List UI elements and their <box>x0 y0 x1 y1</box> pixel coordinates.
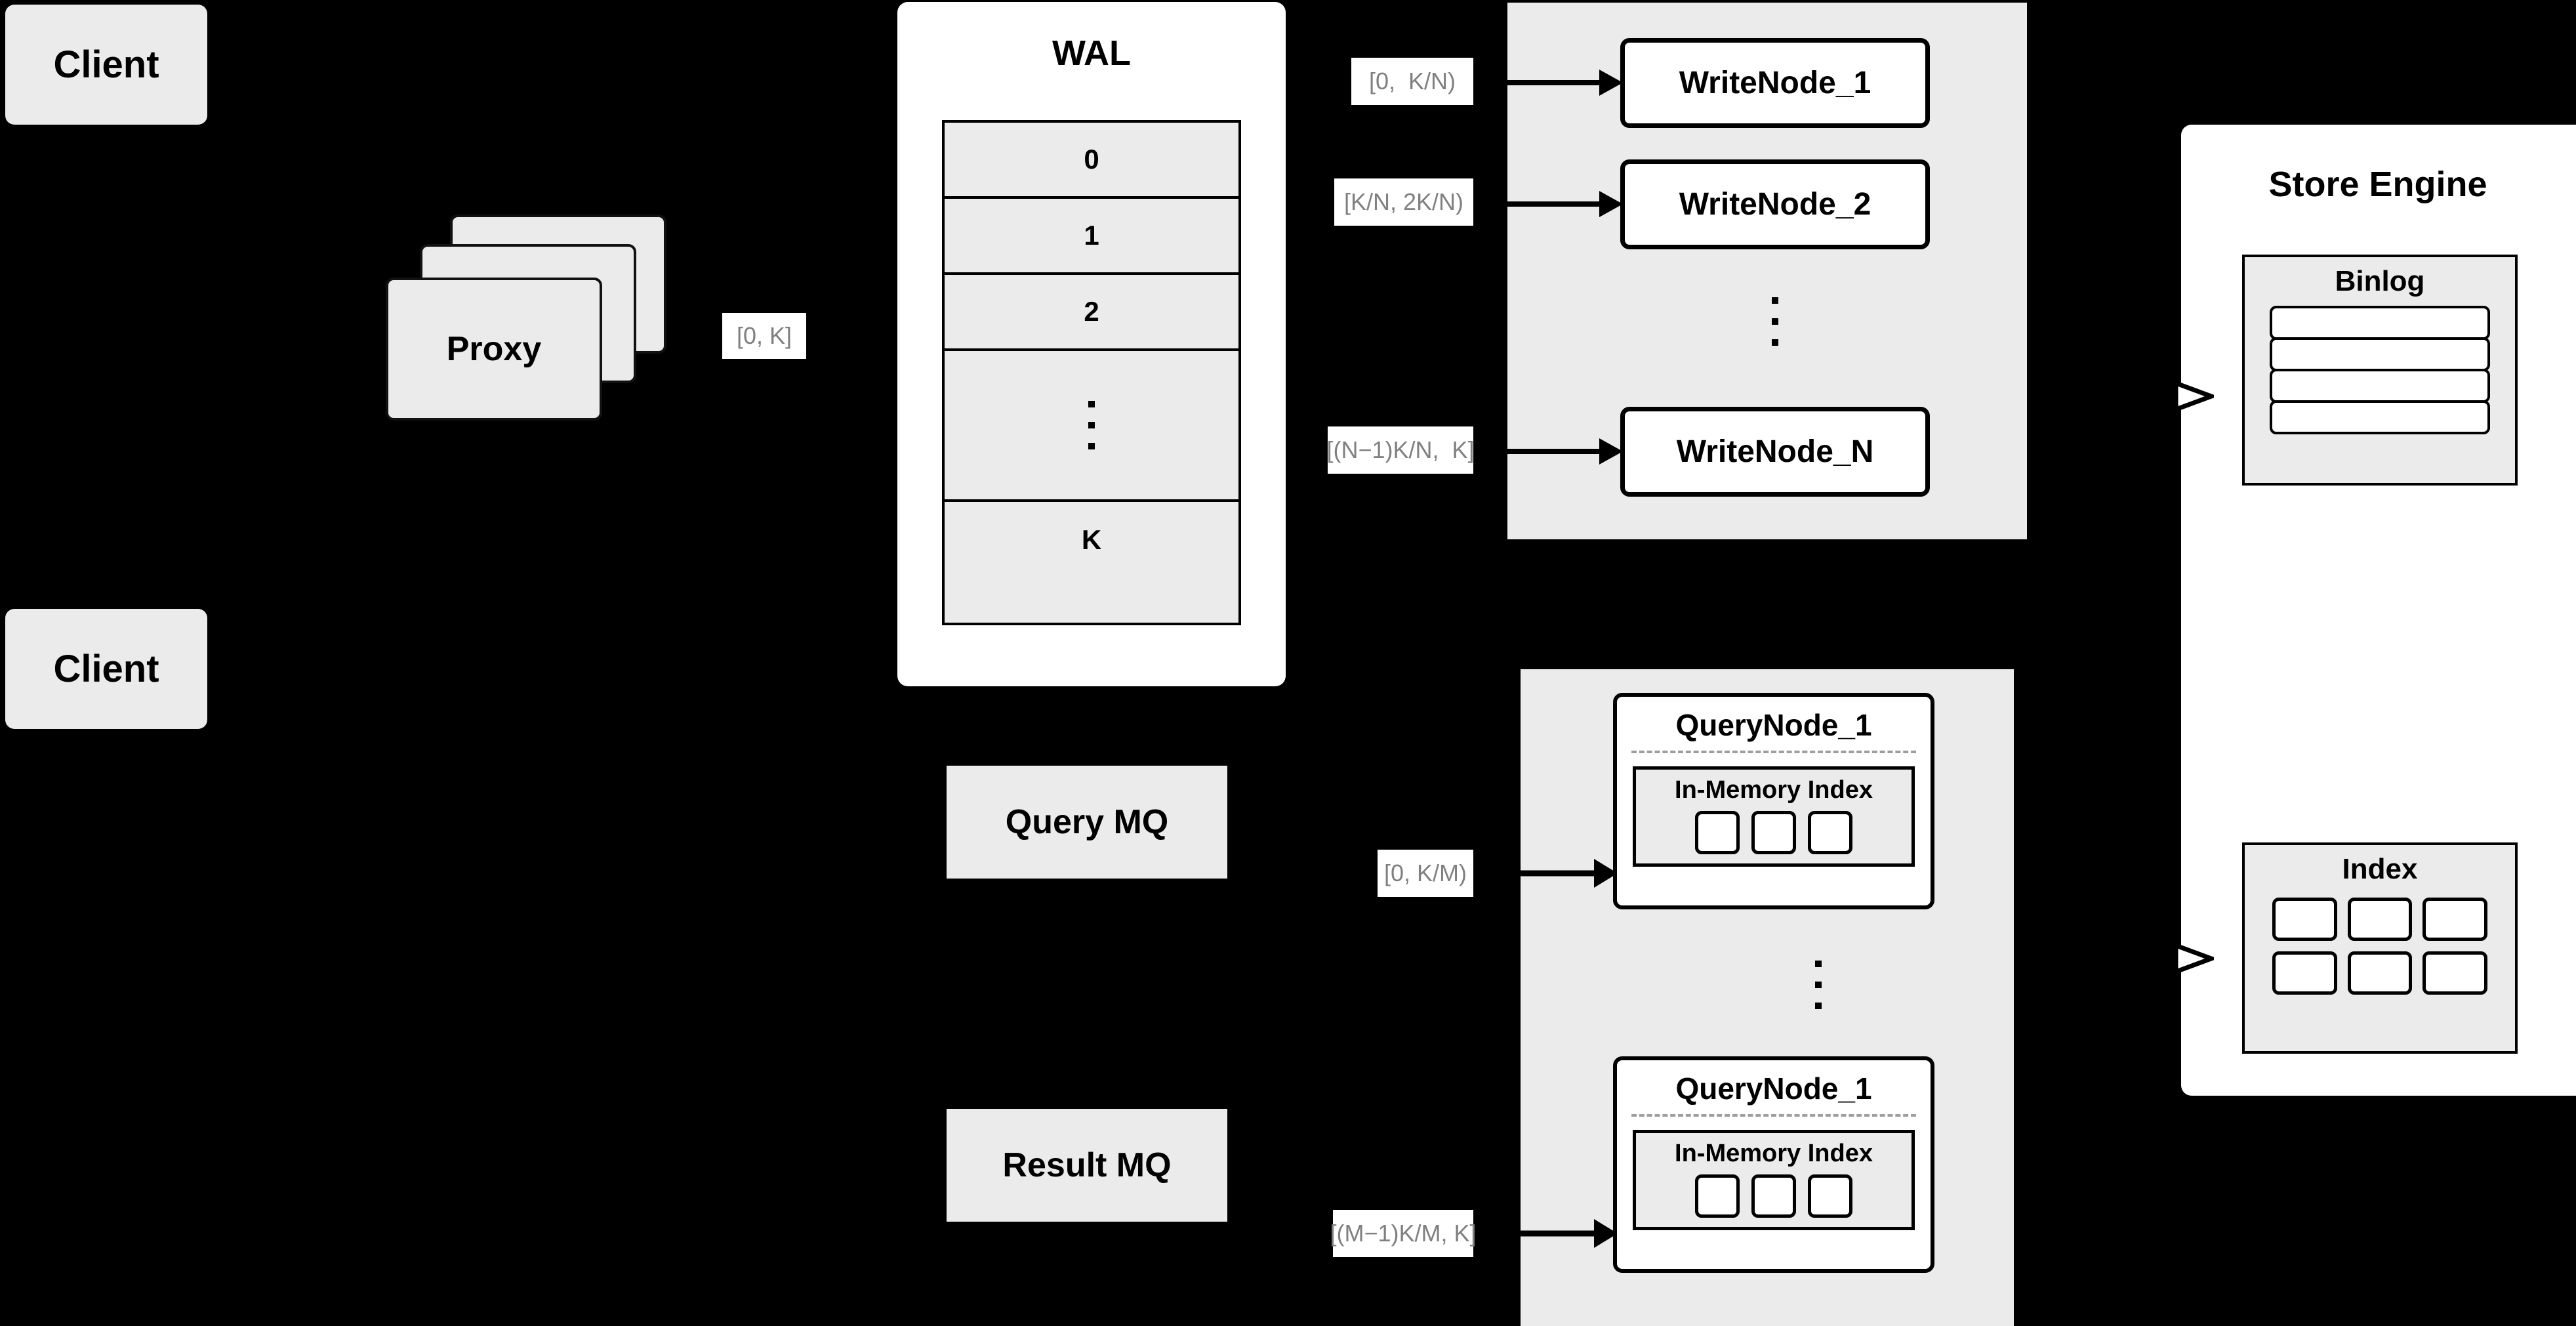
index-cell <box>2423 951 2487 995</box>
write-node-1-label: WriteNode_1 <box>1679 66 1871 100</box>
result-mq-box[interactable]: Result MQ <box>947 1109 1227 1222</box>
arrow-to-write-node-n-icon <box>1507 438 1623 465</box>
range-label-query-node-m: [(M−1)K/M, K] <box>1330 1210 1477 1257</box>
write-node-n-label: WriteNode_N <box>1676 434 1874 469</box>
range-label-write-node-n: [(N−1)K/N, K] <box>1326 426 1475 474</box>
wal-title: WAL <box>1052 33 1131 73</box>
client-label-2: Client <box>53 648 159 690</box>
binlog-box: Binlog <box>2242 255 2518 486</box>
write-node-vertical-ellipsis-icon <box>1757 272 1793 371</box>
binlog-row <box>2270 400 2490 434</box>
index-box: Index <box>2242 842 2518 1054</box>
in-memory-index-box-1: In-Memory Index <box>1633 766 1915 867</box>
client-label-1: Client <box>53 43 159 86</box>
query-node-1-divider <box>1631 751 1916 753</box>
arrow-to-query-node-1-icon <box>1521 859 1618 888</box>
proxy-box[interactable]: Proxy <box>386 278 602 421</box>
range-label-query-node-1: [0, K/M) <box>1378 850 1473 897</box>
index-cell <box>2423 898 2487 941</box>
write-node-2[interactable]: WriteNode_2 <box>1620 159 1930 249</box>
in-memory-index-chips-2 <box>1636 1171 1912 1218</box>
wal-entry-table: 0 1 2 K <box>942 120 1241 625</box>
write-node-2-label: WriteNode_2 <box>1679 187 1871 222</box>
in-memory-index-label-1: In-Memory Index <box>1675 776 1873 804</box>
binlog-row <box>2270 306 2490 340</box>
query-node-m-divider <box>1631 1114 1916 1117</box>
query-node-1[interactable]: QueryNode_1 In-Memory Index <box>1613 693 1934 909</box>
index-chip <box>1751 1174 1796 1218</box>
result-mq-label: Result MQ <box>1002 1146 1172 1184</box>
query-node-m[interactable]: QueryNode_1 In-Memory Index <box>1613 1056 1934 1273</box>
index-title: Index <box>2342 853 2418 885</box>
query-mq-label: Query MQ <box>1005 803 1169 841</box>
wal-row-2: 2 <box>945 275 1238 351</box>
wal-row-1: 1 <box>945 199 1238 275</box>
range-label-proxy-to-wal: [0, K] <box>722 313 806 359</box>
index-chip <box>1808 811 1852 854</box>
index-cell-grid <box>2245 886 2515 995</box>
in-memory-index-chips-1 <box>1636 807 1912 854</box>
index-chip <box>1695 811 1740 854</box>
index-cell <box>2347 951 2413 995</box>
wal-row-k: K <box>1081 524 1102 555</box>
client-box-2[interactable]: Client <box>5 609 207 729</box>
client-box-1[interactable]: Client <box>5 5 207 125</box>
vertical-ellipsis-icon <box>1088 401 1095 449</box>
proxy-label: Proxy <box>446 330 542 368</box>
index-chip <box>1751 811 1796 854</box>
binlog-title: Binlog <box>2335 265 2425 297</box>
in-memory-index-box-2: In-Memory Index <box>1633 1130 1915 1230</box>
arrow-to-write-node-2-icon <box>1507 191 1623 217</box>
arrow-to-write-node-1-icon <box>1507 70 1623 96</box>
query-node-1-label: QueryNode_1 <box>1675 708 1872 742</box>
query-node-vertical-ellipsis-icon <box>1800 936 1837 1034</box>
write-node-1[interactable]: WriteNode_1 <box>1620 38 1930 128</box>
index-cell <box>2272 898 2337 941</box>
binlog-row <box>2270 337 2490 371</box>
query-node-m-label: QueryNode_1 <box>1675 1071 1872 1106</box>
index-cell <box>2347 898 2413 941</box>
arrow-to-binlog-icon <box>2129 379 2214 413</box>
wal-row-ellipsis <box>945 351 1238 502</box>
index-chip <box>1808 1174 1852 1218</box>
binlog-row-list <box>2245 298 2515 434</box>
arrow-to-index-icon <box>2129 942 2214 976</box>
range-label-write-node-2: [K/N, 2K/N) <box>1334 178 1473 226</box>
in-memory-index-label-2: In-Memory Index <box>1675 1140 1873 1167</box>
index-cell <box>2272 951 2337 995</box>
range-label-write-node-1: [0, K/N) <box>1351 58 1473 105</box>
query-mq-box[interactable]: Query MQ <box>947 766 1227 879</box>
wal-row-0: 0 <box>945 123 1238 199</box>
index-chip <box>1695 1174 1740 1218</box>
arrow-to-query-node-m-icon <box>1521 1219 1618 1248</box>
store-engine-title: Store Engine <box>2268 165 2487 204</box>
write-node-n[interactable]: WriteNode_N <box>1620 407 1930 497</box>
binlog-row <box>2270 369 2490 403</box>
